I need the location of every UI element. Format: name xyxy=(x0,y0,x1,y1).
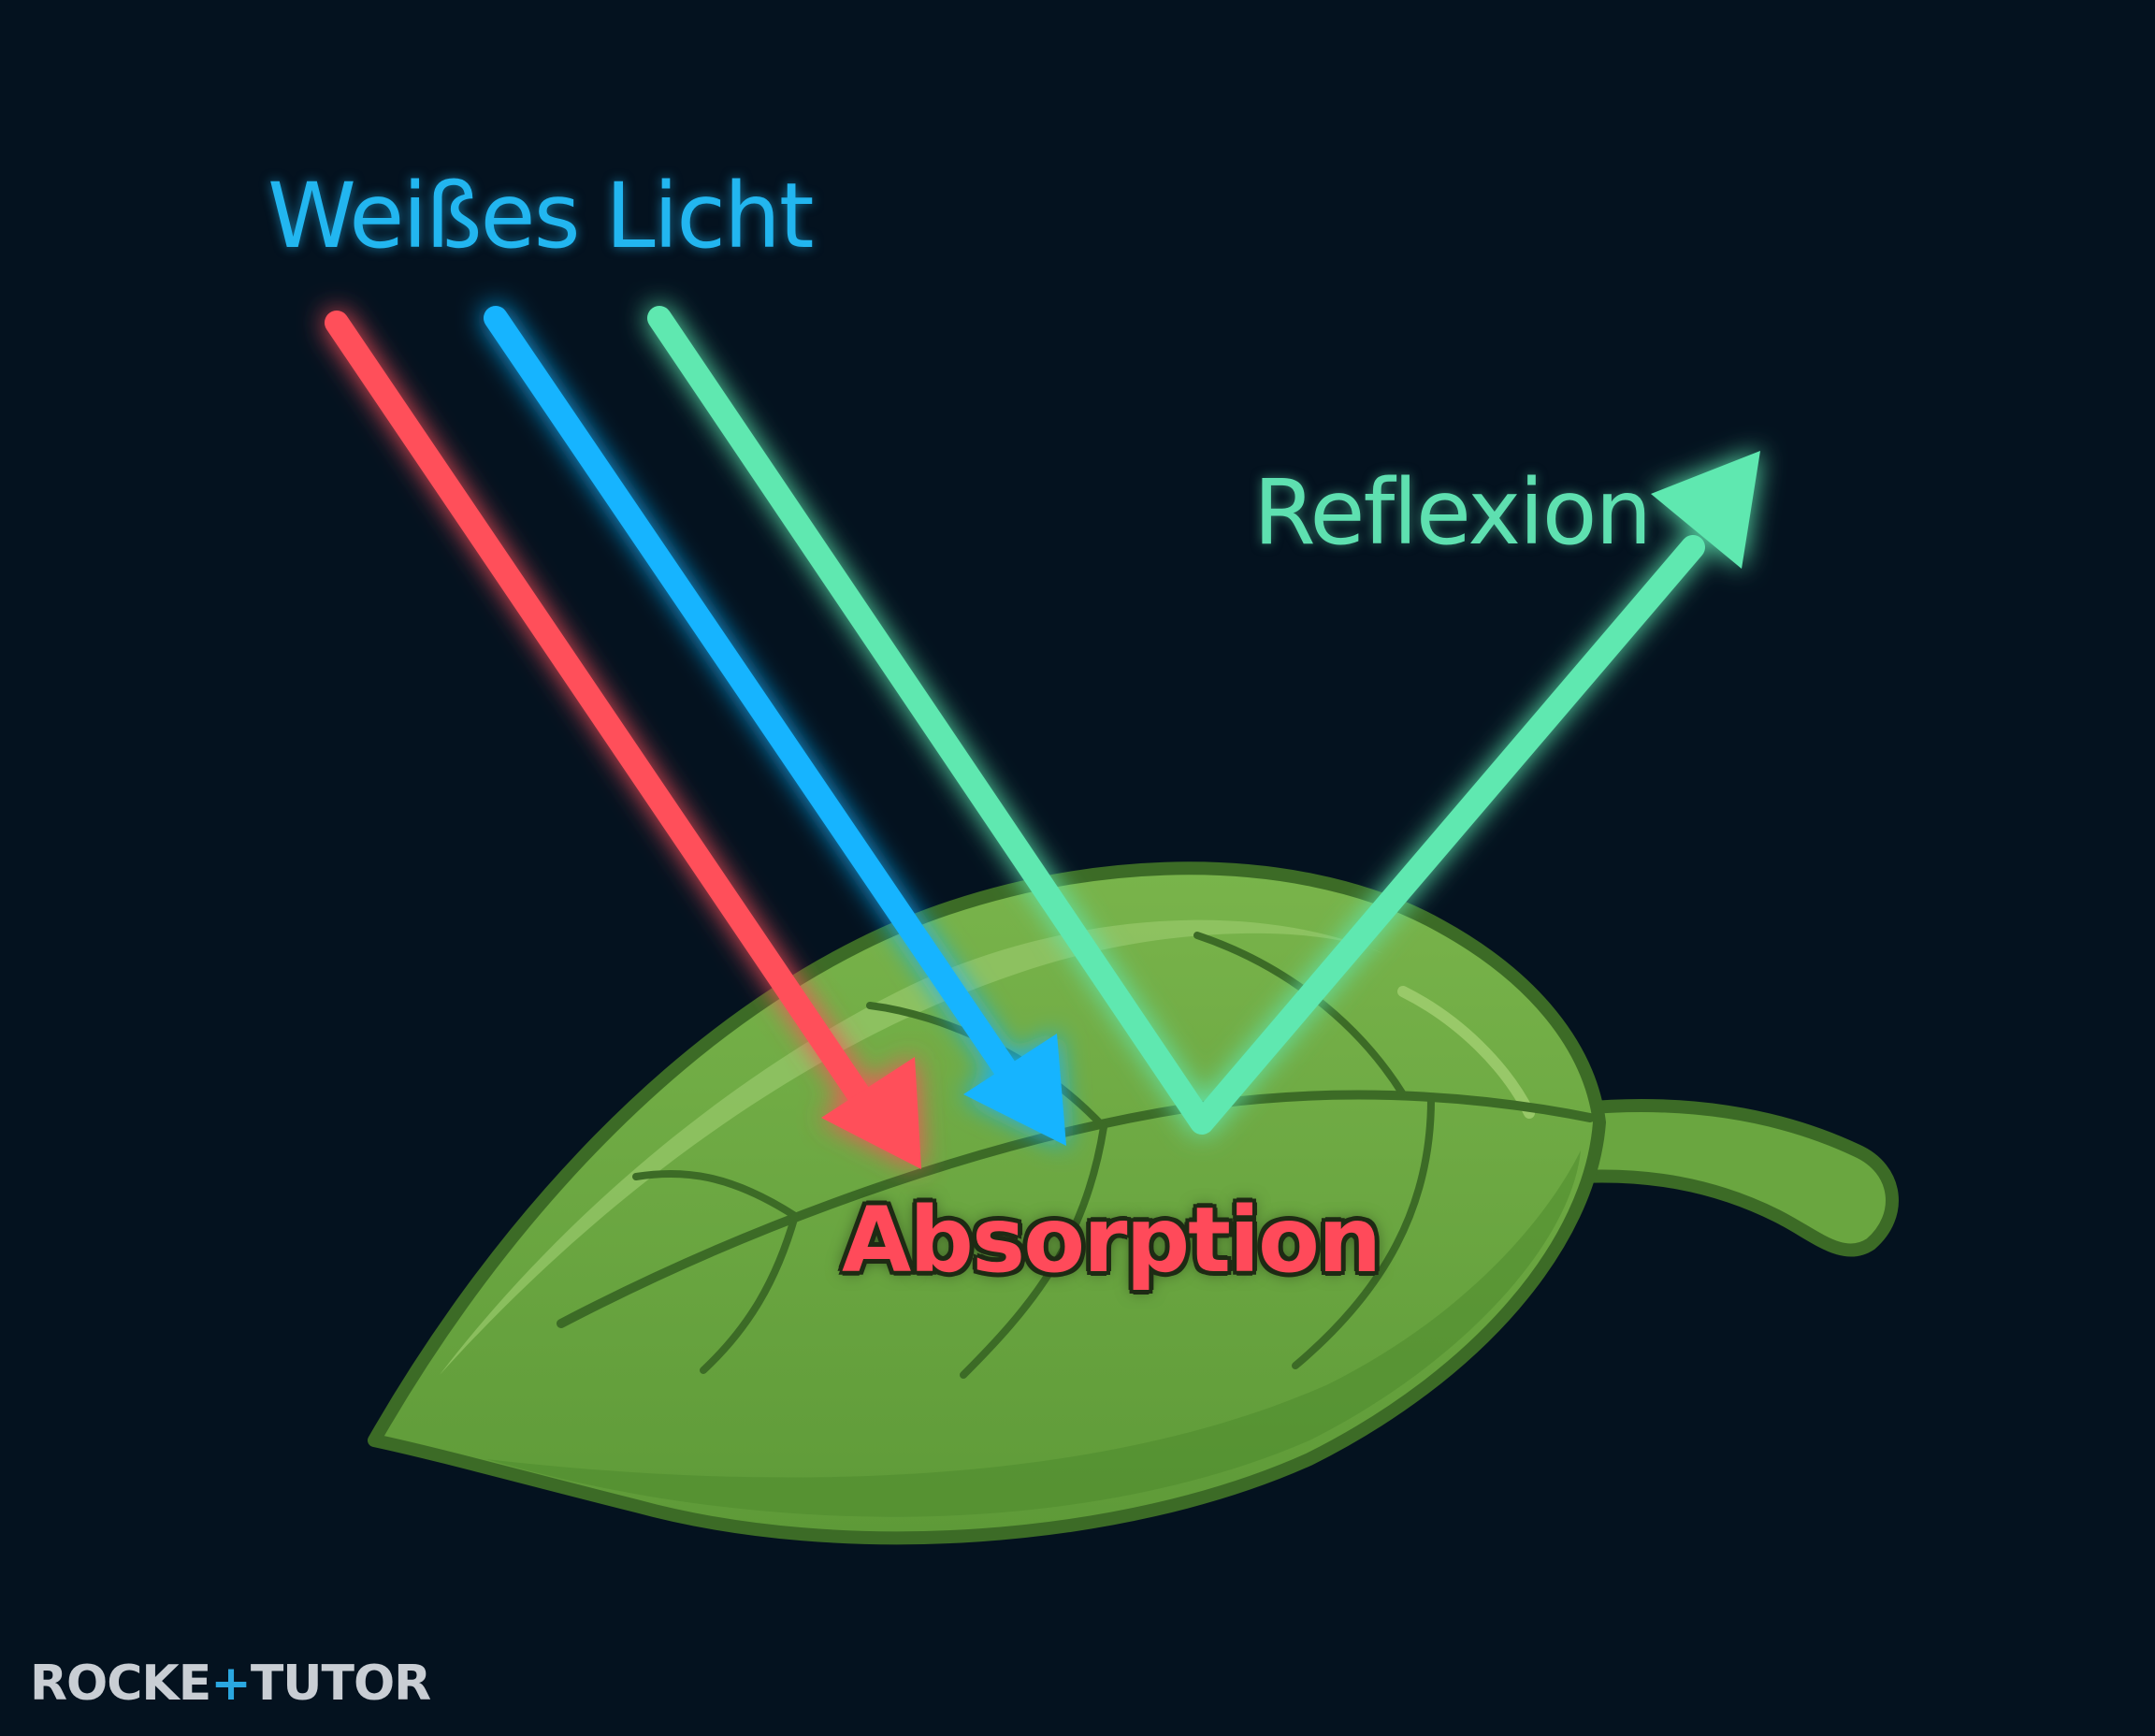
brand-logo-part1: ROCKE xyxy=(30,1656,211,1712)
reflection-label: Reflexion xyxy=(1253,460,1652,565)
white-light-label: Weißes Licht xyxy=(268,164,815,268)
leaf-midrib xyxy=(557,1090,1595,1328)
leaf-shadow xyxy=(486,1150,1581,1517)
leaf-stem xyxy=(1574,1099,1899,1257)
blue-light-ray xyxy=(484,306,1066,1146)
red-arrow-icon xyxy=(821,1057,921,1169)
brand-logo: ROCKE+TUTOR xyxy=(30,1656,431,1712)
blue-arrow-icon xyxy=(963,1034,1066,1146)
brand-logo-plus: + xyxy=(210,1656,252,1712)
green-arrow-icon xyxy=(1651,451,1760,569)
leaf-icon xyxy=(368,861,1899,1545)
leaf-highlight-right xyxy=(1397,986,1535,1119)
green-light-ray xyxy=(647,306,1760,1135)
absorption-label: Absorption xyxy=(842,1188,1381,1293)
red-light-ray xyxy=(325,311,921,1169)
brand-logo-part2: TUTOR xyxy=(250,1656,431,1712)
